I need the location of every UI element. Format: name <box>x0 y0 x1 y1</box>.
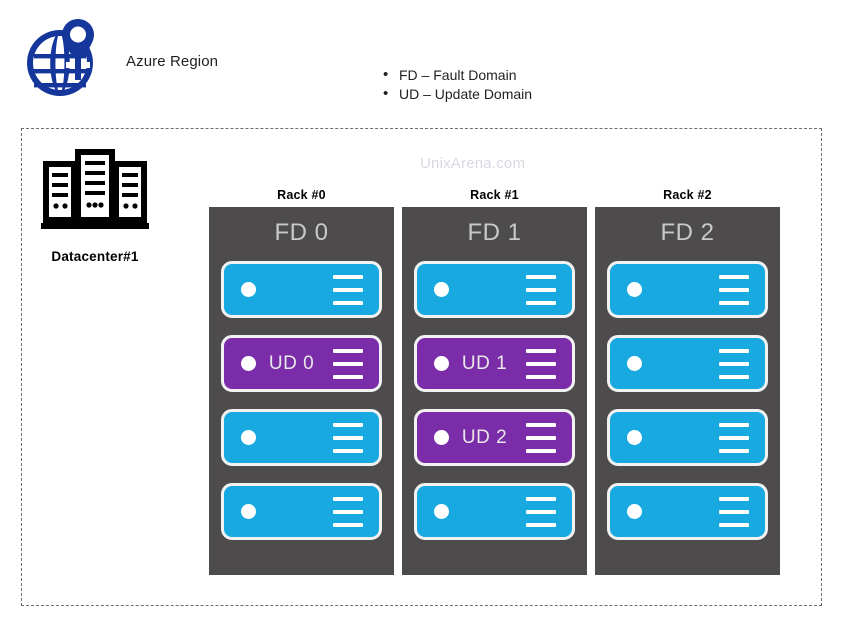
server-status-dot-icon <box>627 504 642 519</box>
server-status-dot-icon <box>627 430 642 445</box>
server-slots-icon <box>526 348 556 379</box>
azure-region-label: Azure Region <box>126 53 219 70</box>
rack-row: Rack #0 FD 0 UD 0 <box>209 188 780 575</box>
server-node[interactable] <box>607 409 768 466</box>
legend-item-fd: FD – Fault Domain <box>383 65 532 85</box>
azure-globe-region-icon <box>20 14 102 109</box>
azure-region-header: Azure Region <box>20 14 218 109</box>
rack-column-2[interactable]: Rack #2 FD 2 <box>595 188 780 575</box>
domain-legend-list: FD – Fault Domain UD – Update Domain <box>383 65 532 104</box>
fault-domain-label-1: FD 1 <box>467 219 522 246</box>
rack-title-0: Rack #0 <box>277 188 326 202</box>
datacenter-group: Datacenter#1 <box>30 141 160 264</box>
rack-box-0: FD 0 UD 0 <box>209 207 394 575</box>
server-slots-icon <box>719 496 749 527</box>
rack-title-1: Rack #1 <box>470 188 519 202</box>
rack-box-1: FD 1 UD 1 UD 2 <box>402 207 587 575</box>
rack-title-2: Rack #2 <box>663 188 712 202</box>
server-label: UD 2 <box>461 426 508 448</box>
server-node[interactable]: UD 0 <box>221 335 382 392</box>
server-node[interactable] <box>414 483 575 540</box>
server-status-dot-icon <box>241 504 256 519</box>
server-slots-icon <box>719 274 749 305</box>
server-slots-icon <box>333 422 363 453</box>
server-node[interactable] <box>414 261 575 318</box>
server-node[interactable] <box>221 483 382 540</box>
server-slots-icon <box>526 274 556 305</box>
server-status-dot-icon <box>627 356 642 371</box>
server-node[interactable] <box>607 483 768 540</box>
server-label: UD 0 <box>268 352 315 374</box>
server-status-dot-icon <box>241 430 256 445</box>
server-status-dot-icon <box>434 356 449 371</box>
server-slots-icon <box>526 422 556 453</box>
server-slots-icon <box>526 496 556 527</box>
watermark-text: UnixArena.com <box>420 155 526 172</box>
server-slots-icon <box>333 496 363 527</box>
server-status-dot-icon <box>241 282 256 297</box>
server-node[interactable]: UD 1 <box>414 335 575 392</box>
server-label: UD 1 <box>461 352 508 374</box>
server-status-dot-icon <box>434 430 449 445</box>
server-slots-icon <box>719 422 749 453</box>
rack-column-0[interactable]: Rack #0 FD 0 UD 0 <box>209 188 394 575</box>
server-slots-icon <box>333 348 363 379</box>
server-status-dot-icon <box>241 356 256 371</box>
server-status-dot-icon <box>434 282 449 297</box>
server-slots-icon <box>719 348 749 379</box>
server-node[interactable]: UD 2 <box>414 409 575 466</box>
fault-domain-label-0: FD 0 <box>274 219 329 246</box>
fault-domain-label-2: FD 2 <box>660 219 715 246</box>
datacenter-building-icon <box>30 141 160 237</box>
server-node[interactable] <box>221 261 382 318</box>
rack-box-2: FD 2 <box>595 207 780 575</box>
rack-column-1[interactable]: Rack #1 FD 1 UD 1 UD 2 <box>402 188 587 575</box>
server-node[interactable] <box>607 335 768 392</box>
datacenter-label: Datacenter#1 <box>51 249 139 264</box>
server-slots-icon <box>333 274 363 305</box>
server-status-dot-icon <box>434 504 449 519</box>
server-node[interactable] <box>221 409 382 466</box>
legend-item-ud: UD – Update Domain <box>383 84 532 104</box>
server-node[interactable] <box>607 261 768 318</box>
server-status-dot-icon <box>627 282 642 297</box>
